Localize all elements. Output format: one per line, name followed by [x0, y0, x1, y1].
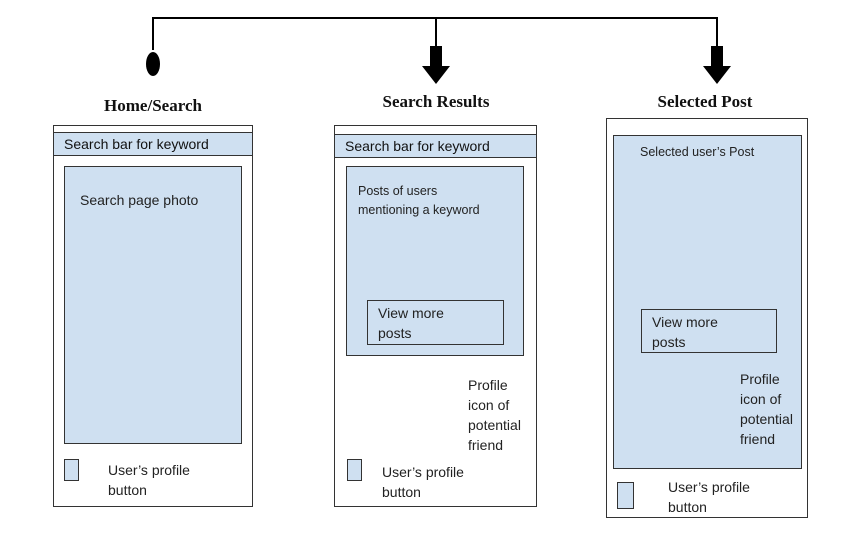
view-more-label: posts [652, 334, 686, 350]
posts-label-line: mentioning a keyword [358, 203, 480, 217]
profile-button-label: button [668, 499, 707, 515]
user-profile-button[interactable] [347, 459, 362, 481]
profile-icon-label: Profile [740, 371, 780, 387]
user-profile-button[interactable] [617, 482, 634, 509]
profile-button-label: User’s profile [668, 479, 750, 495]
profile-icon-label: icon of [468, 397, 510, 413]
view-more-label: View more [378, 305, 444, 321]
posts-panel [346, 166, 524, 356]
profile-button-label: User’s profile [108, 462, 190, 478]
screen-title: Search Results [382, 92, 490, 111]
photo-label: Search page photo [80, 192, 199, 208]
search-bar[interactable]: Search bar for keyword [334, 134, 537, 158]
profile-button-label: button [382, 484, 421, 500]
flow-connector [152, 17, 718, 50]
profile-button-label: button [108, 482, 147, 498]
profile-icon-label: friend [468, 437, 504, 453]
arrow-to-selected-post [703, 46, 731, 84]
profile-icon-label: potential [740, 411, 793, 427]
screen-title: Selected Post [657, 92, 753, 111]
arrow-to-search-results [422, 46, 450, 84]
screen-title: Home/Search [104, 96, 202, 115]
profile-icon-label: potential [468, 417, 521, 433]
selected-post-panel [613, 135, 802, 469]
profile-button-label: User’s profile [382, 464, 464, 480]
view-more-posts-button[interactable]: View more posts [641, 309, 777, 353]
search-page-photo [64, 166, 242, 444]
posts-label-line: Posts of users [358, 184, 438, 198]
profile-icon-label: Profile [468, 377, 508, 393]
user-profile-button[interactable] [64, 459, 79, 481]
view-more-posts-button[interactable]: View more posts [367, 300, 504, 345]
search-bar[interactable]: Search bar for keyword [53, 132, 253, 156]
selected-post-label: Selected user’s Post [640, 145, 755, 159]
start-dot [146, 52, 160, 76]
profile-icon-label: friend [740, 431, 776, 447]
profile-icon-label: icon of [740, 391, 782, 407]
view-more-label: posts [378, 325, 412, 341]
view-more-label: View more [652, 314, 718, 330]
